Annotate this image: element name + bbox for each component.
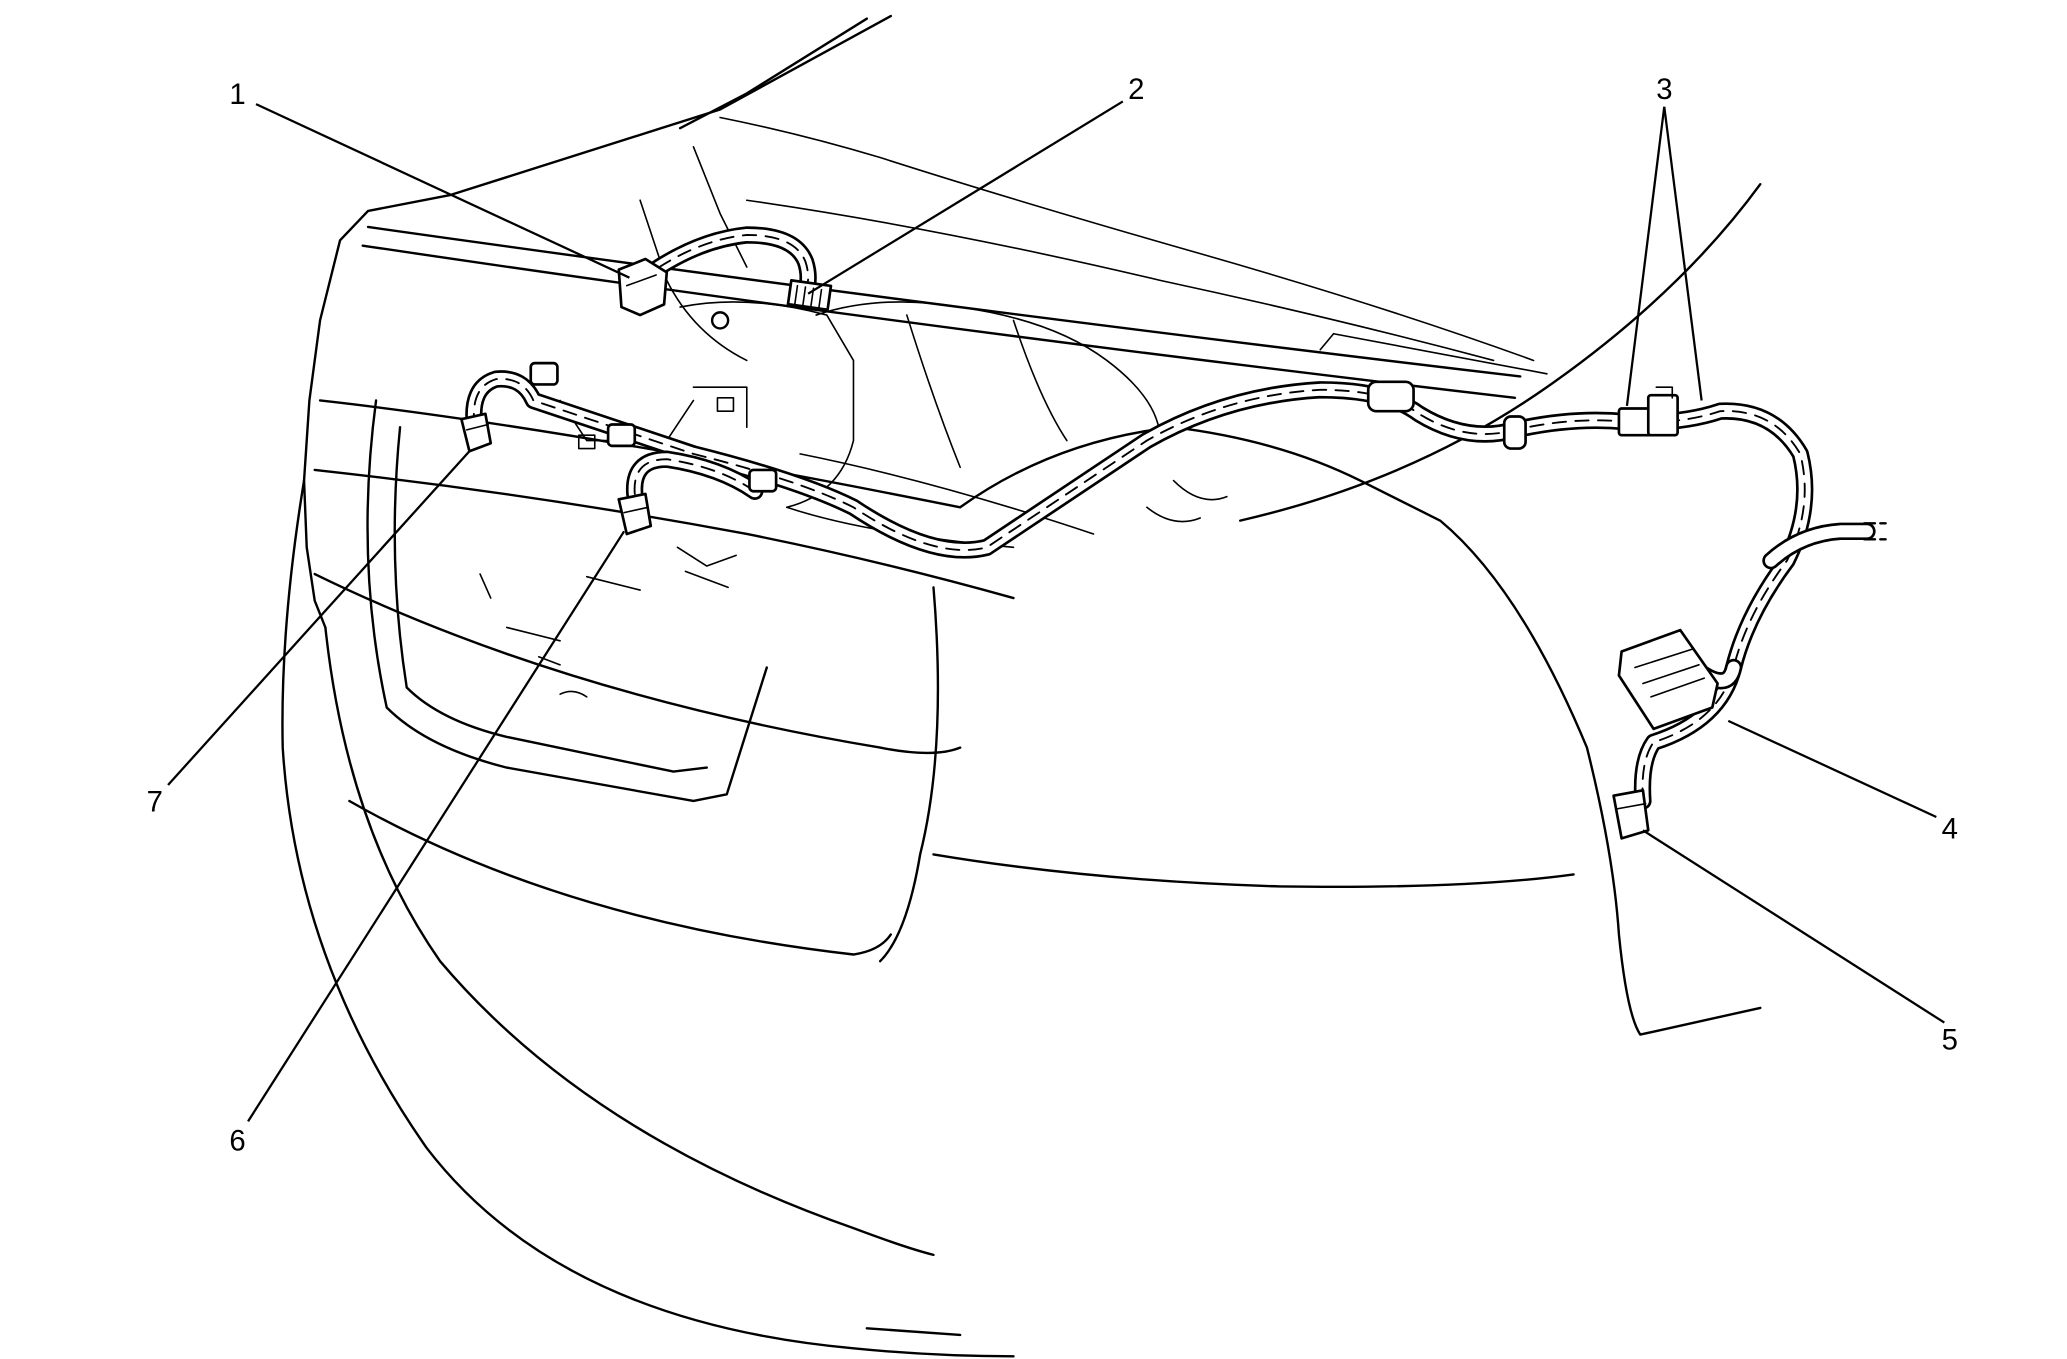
callout-1: 1 (229, 78, 245, 111)
connector-5 (1612, 788, 1650, 840)
callout-3: 3 (1656, 73, 1672, 106)
leader-3a (1625, 106, 1666, 406)
callout-6: 6 (229, 1125, 245, 1158)
connector-1 (617, 257, 669, 317)
connector-7 (460, 412, 493, 453)
leader-7 (167, 450, 471, 786)
callout-4: 4 (1942, 812, 1958, 845)
harness-clips (529, 311, 1527, 493)
leader-2 (807, 100, 1124, 295)
connector-3-clips (1617, 386, 1679, 437)
leader-6 (247, 530, 626, 1122)
connector-2 (786, 279, 833, 312)
callout-5: 5 (1942, 1023, 1958, 1056)
leader-5 (1642, 829, 1945, 1024)
leader-1 (255, 103, 630, 279)
vehicle-body (281, 14, 1762, 1358)
connector-6 (617, 492, 653, 536)
callout-labels: 1 2 3 4 5 6 7 (147, 73, 1958, 1158)
leader-4 (1727, 719, 1937, 819)
callout-7: 7 (147, 786, 163, 819)
leader-lines (167, 100, 1945, 1122)
leader-3b (1663, 106, 1703, 401)
callout-2: 2 (1128, 73, 1144, 106)
connector-4 (1617, 628, 1719, 731)
